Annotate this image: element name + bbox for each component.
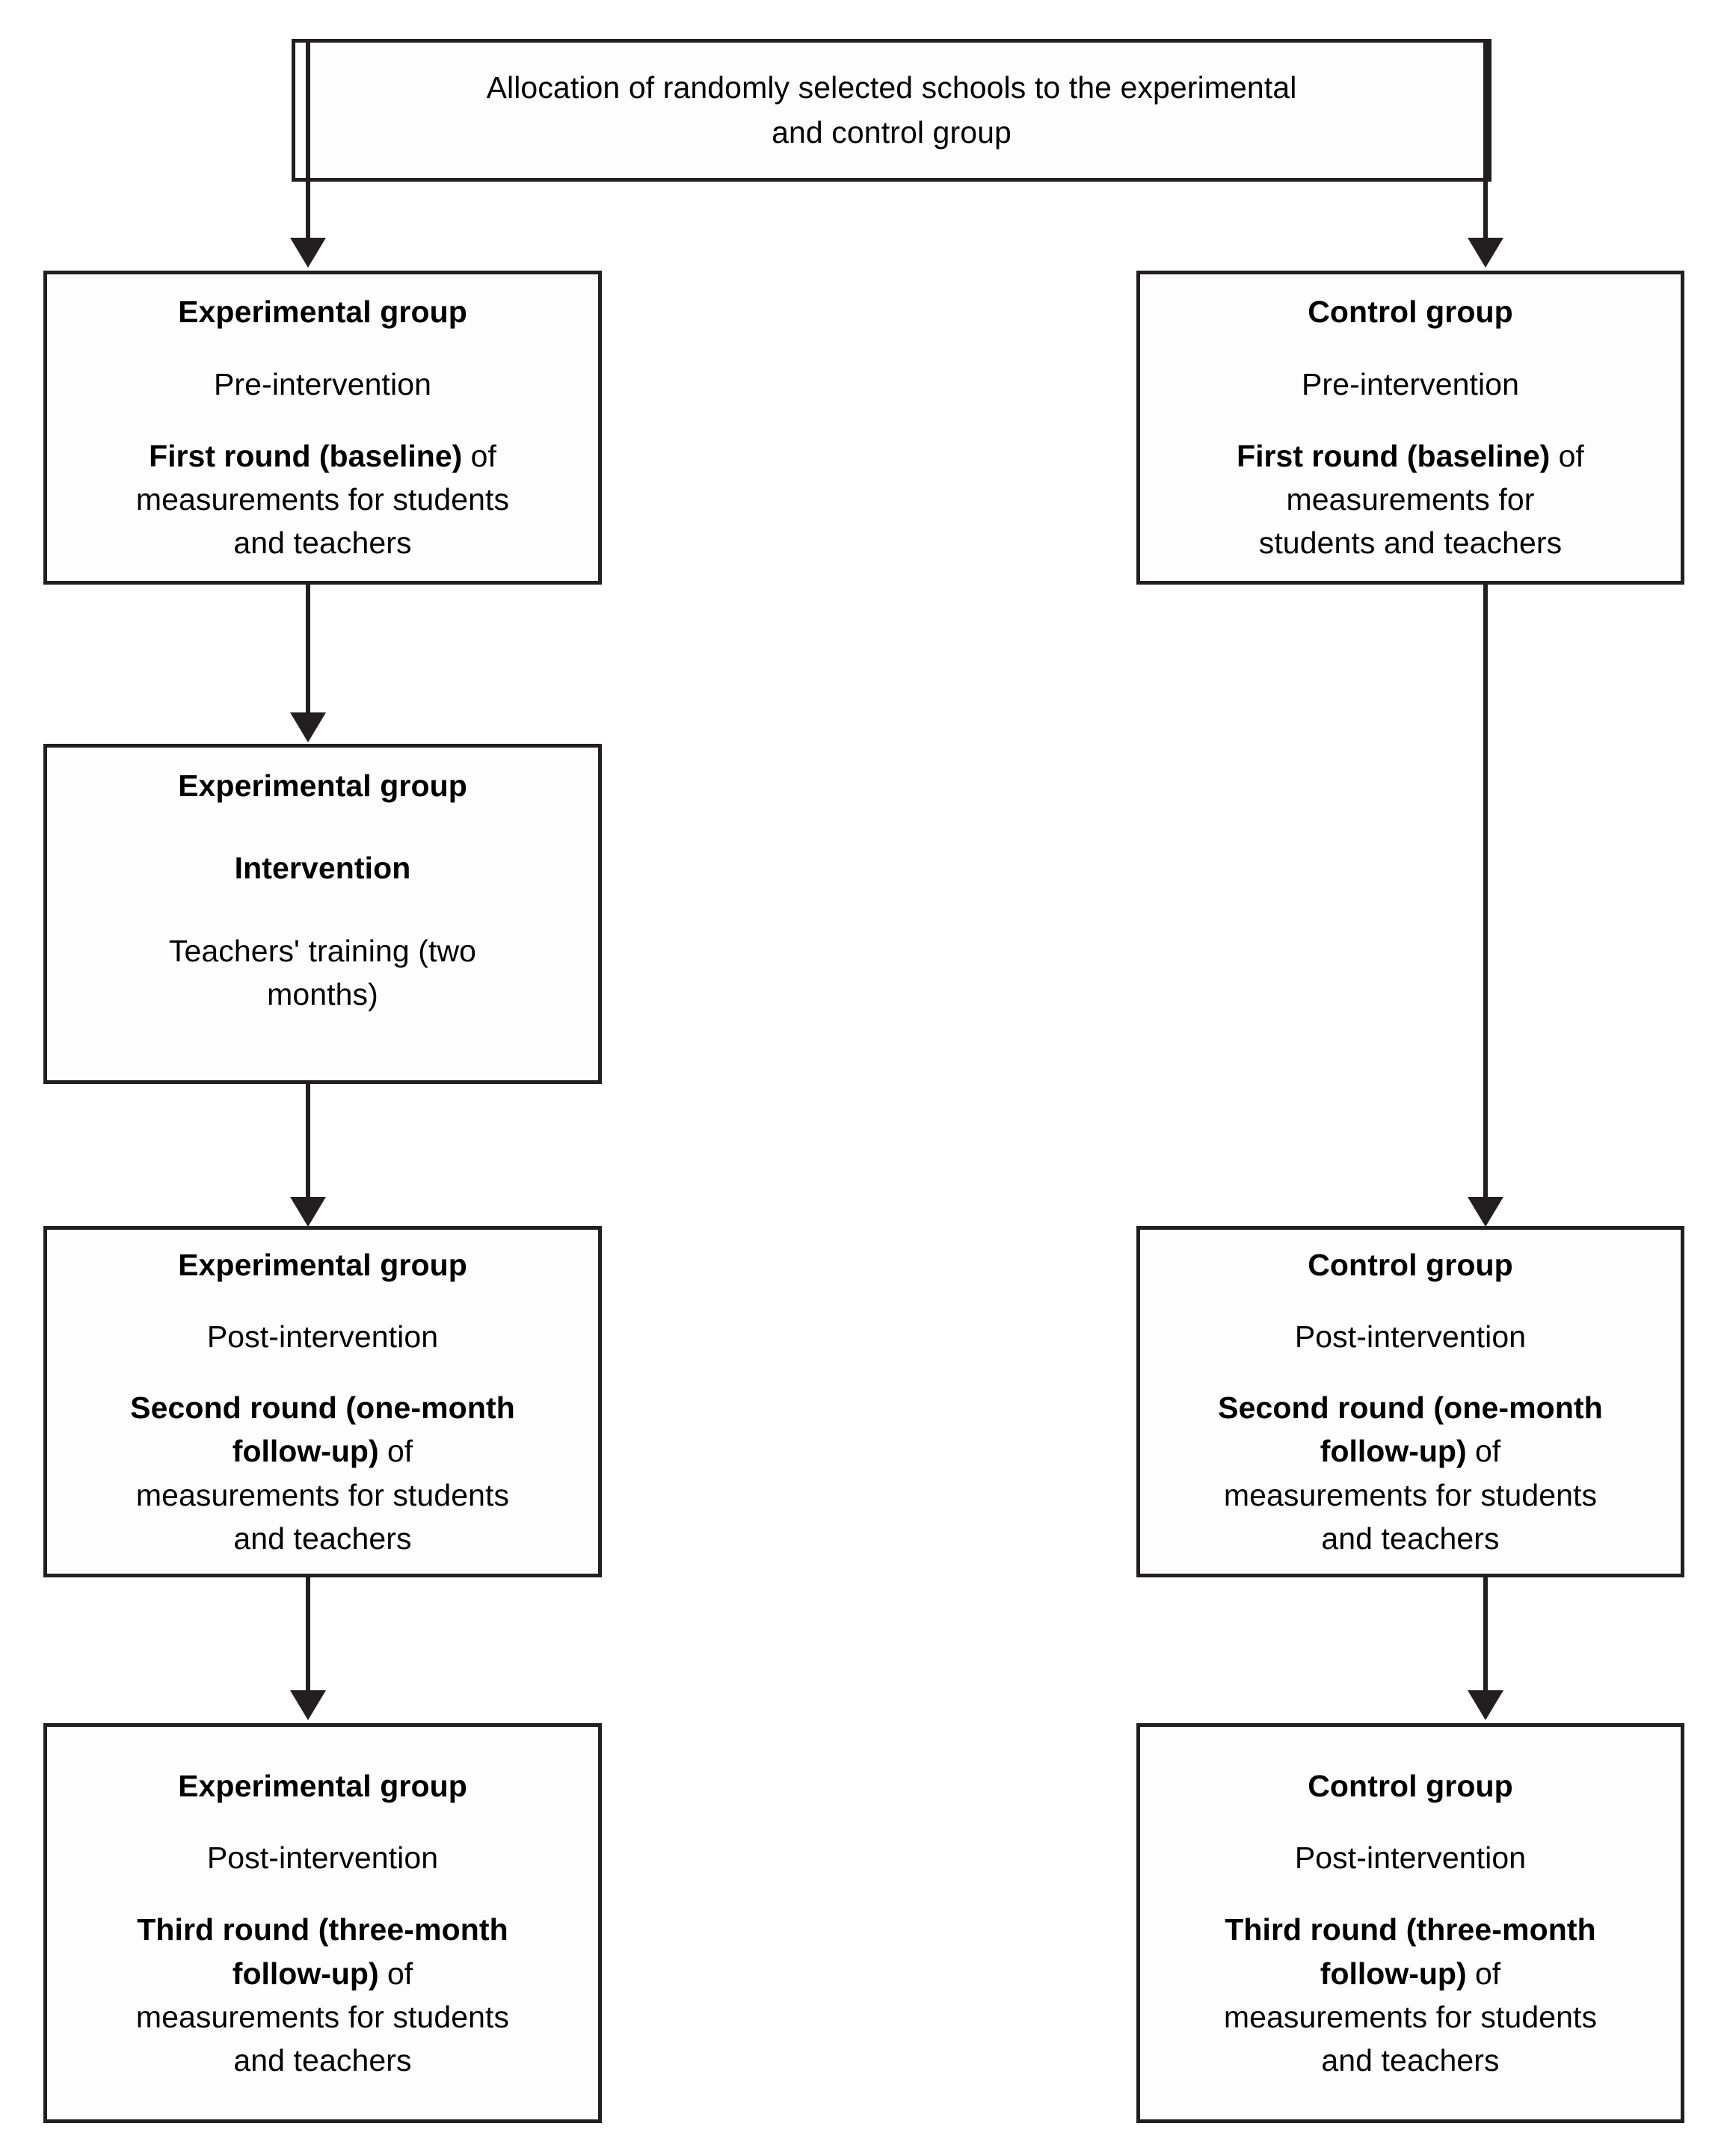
arrow-head-exp-2-3: [290, 1197, 326, 1227]
branch-line-right: [1483, 39, 1488, 241]
control-third-round-bold-2-text: follow-up): [1320, 1956, 1467, 1991]
experimental-baseline-detail-2: and teachers: [233, 526, 412, 561]
experimental-second-round-rest: of: [378, 1434, 413, 1469]
branch-arrowhead-left: [290, 238, 326, 268]
experimental-second-round-detail-2: and teachers: [233, 1521, 412, 1556]
control-second-round-bold-1: Second round (one-month: [1218, 1390, 1603, 1426]
control-third-round-bold-1: Third round (three-month: [1225, 1912, 1596, 1947]
experimental-baseline-round: First round (baseline) of: [67, 434, 579, 478]
experimental-baseline-round-bold: First round (baseline): [149, 438, 463, 473]
experimental-second-round-detail-1: measurements for students: [135, 1477, 510, 1512]
arrow-line-ctrl-1-3: [1483, 585, 1488, 1201]
control-third-round-detail-2: and teachers: [1321, 2042, 1500, 2078]
control-second-round-bold-2: follow-up) of: [1160, 1429, 1661, 1473]
experimental-second-round-bold-2: follow-up) of: [67, 1429, 579, 1473]
experimental-second-round-bold-1: Second round (one-month: [130, 1390, 515, 1426]
experimental-third-round-bold-1: Third round (three-month: [137, 1912, 508, 1947]
experimental-second-round-group: Experimental group: [178, 1248, 467, 1282]
branch-line-left: [306, 39, 310, 241]
experimental-third-round-box: Experimental group Post-intervention Thi…: [43, 1723, 602, 2123]
experimental-third-round-group: Experimental group: [178, 1768, 467, 1803]
control-baseline-round-rest: of: [1550, 438, 1584, 473]
allocation-line-1: Allocation of randomly selected schools …: [486, 70, 1297, 105]
experimental-intervention-phase: Intervention: [234, 851, 411, 886]
experimental-second-round-bold-2-text: follow-up): [232, 1434, 379, 1469]
experimental-intervention-group: Experimental group: [178, 769, 467, 804]
control-third-round-box: Control group Post-intervention Third ro…: [1136, 1723, 1684, 2123]
experimental-intervention-box: Experimental group Intervention Teachers…: [43, 744, 602, 1084]
control-third-round-rest: of: [1466, 1956, 1501, 1991]
experimental-third-round-detail-1: measurements for students: [135, 1999, 510, 2034]
control-second-round-box: Control group Post-intervention Second r…: [1136, 1226, 1684, 1577]
arrow-head-exp-1-2: [290, 712, 326, 742]
control-third-round-bold-2: follow-up) of: [1160, 1952, 1661, 1995]
experimental-baseline-group: Experimental group: [178, 295, 467, 330]
experimental-third-round-phase: Post-intervention: [206, 1841, 439, 1876]
arrow-head-ctrl-1-3: [1468, 1197, 1503, 1227]
experimental-third-round-bold-2: follow-up) of: [67, 1952, 579, 1995]
experimental-third-round-rest: of: [378, 1956, 413, 1991]
control-baseline-phase: Pre-intervention: [1301, 366, 1520, 401]
branch-arrowhead-right: [1468, 238, 1503, 268]
control-baseline-round-bold: First round (baseline): [1237, 438, 1551, 473]
experimental-third-round-bold-2-text: follow-up): [232, 1956, 379, 1991]
arrow-line-ctrl-3-4: [1483, 1577, 1488, 1693]
experimental-baseline-detail-1: measurements for students: [135, 482, 510, 517]
experimental-third-round-detail-2: and teachers: [233, 2042, 412, 2078]
control-baseline-box: Control group Pre-intervention First rou…: [1136, 271, 1684, 585]
control-baseline-round: First round (baseline) of: [1160, 434, 1661, 478]
control-second-round-bold-2-text: follow-up): [1320, 1434, 1467, 1469]
arrow-head-exp-3-4: [290, 1690, 326, 1720]
control-second-round-phase: Post-intervention: [1294, 1319, 1527, 1354]
experimental-baseline-phase: Pre-intervention: [213, 366, 432, 401]
control-second-round-rest: of: [1466, 1434, 1501, 1469]
experimental-second-round-box: Experimental group Post-intervention Sec…: [43, 1226, 602, 1577]
experimental-intervention-detail-2: months): [267, 976, 378, 1011]
control-baseline-detail-1: measurements for: [1286, 482, 1535, 517]
allocation-line-2: and control group: [772, 114, 1012, 150]
arrow-line-exp-2-3: [306, 1084, 310, 1200]
control-third-round-group: Control group: [1308, 1768, 1513, 1803]
experimental-baseline-round-rest: of: [462, 438, 496, 473]
experimental-baseline-box: Experimental group Pre-intervention Firs…: [43, 271, 602, 585]
allocation-box: Allocation of randomly selected schools …: [292, 39, 1492, 182]
experimental-second-round-phase: Post-intervention: [206, 1319, 439, 1354]
control-third-round-detail-1: measurements for students: [1223, 1999, 1598, 2034]
arrow-head-ctrl-3-4: [1468, 1690, 1503, 1720]
control-second-round-detail-1: measurements for students: [1223, 1477, 1598, 1512]
control-second-round-group: Control group: [1308, 1248, 1513, 1282]
arrow-line-exp-3-4: [306, 1577, 310, 1693]
control-baseline-group: Control group: [1308, 295, 1513, 330]
control-baseline-detail-2: students and teachers: [1258, 526, 1563, 561]
control-second-round-detail-2: and teachers: [1321, 1521, 1500, 1556]
control-third-round-phase: Post-intervention: [1294, 1841, 1527, 1876]
arrow-line-exp-1-2: [306, 585, 310, 715]
experimental-intervention-detail-1: Teachers' training (two: [168, 933, 477, 968]
